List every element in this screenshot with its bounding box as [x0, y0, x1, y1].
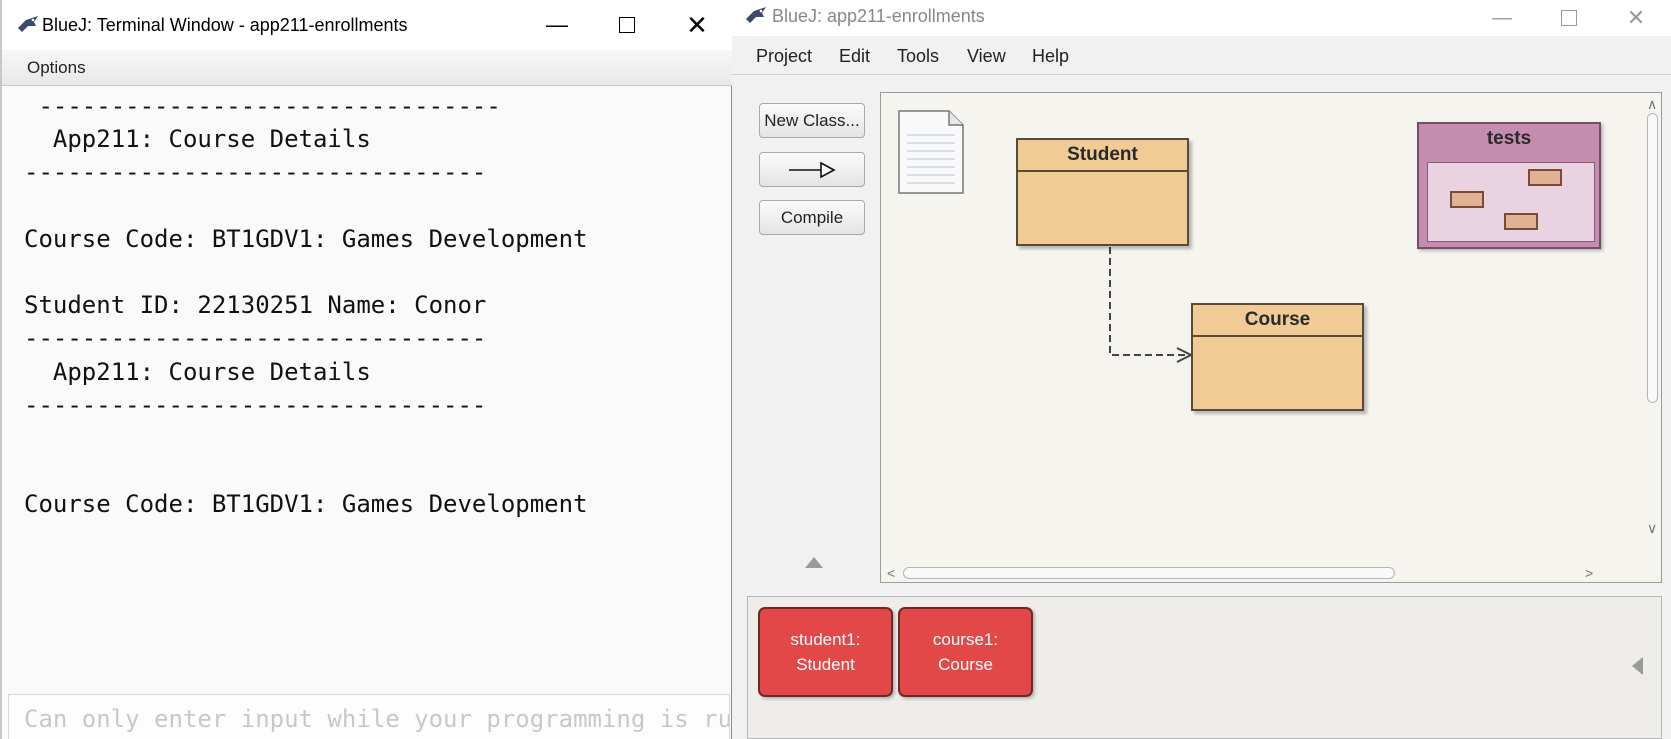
main-title: BlueJ: app211-enrollments: [772, 6, 985, 26]
scroll-down-arrow-icon[interactable]: ∨: [1647, 520, 1658, 536]
object-name: student1:: [790, 630, 861, 649]
menu-view[interactable]: View: [967, 46, 1006, 66]
minimize-icon: —: [546, 12, 568, 37]
package-mini-class: [1528, 169, 1562, 186]
maximize-button[interactable]: [597, 0, 657, 50]
object-student1[interactable]: student1: Student: [758, 607, 893, 697]
horizontal-scroll-thumb[interactable]: [903, 567, 1395, 579]
package-tests[interactable]: tests: [1417, 122, 1601, 249]
new-inheritance-button[interactable]: [759, 152, 865, 187]
package-mini-class: [1504, 213, 1538, 230]
class-course-name: Course: [1193, 305, 1362, 337]
collapse-up-icon[interactable]: [805, 557, 823, 568]
close-icon: ✕: [1626, 5, 1646, 30]
object-bench: student1: Student course1: Course: [747, 596, 1662, 739]
bluej-bird-icon: [18, 16, 38, 32]
bluej-bird-icon: [746, 7, 766, 23]
menu-edit[interactable]: Edit: [839, 46, 871, 66]
bluej-main-window: BlueJ: app211-enrollments — ✕ Project Ed…: [732, 0, 1671, 739]
object-course1[interactable]: course1: Course: [898, 607, 1033, 697]
new-class-button[interactable]: New Class...: [759, 103, 865, 138]
object-name: course1:: [932, 630, 999, 649]
menu-options[interactable]: Options: [27, 58, 86, 77]
terminal-window: BlueJ: Terminal Window - app211-enrollme…: [0, 0, 732, 739]
menu-project[interactable]: Project: [756, 46, 813, 66]
package-tests-contents: [1427, 162, 1595, 242]
readme-note-icon: [898, 110, 964, 194]
collapse-left-icon[interactable]: [1632, 657, 1643, 675]
compile-button[interactable]: Compile: [759, 200, 865, 235]
minimize-icon: —: [1492, 6, 1512, 29]
maximize-icon: [619, 17, 635, 33]
scroll-right-arrow-icon[interactable]: >: [1585, 565, 1594, 581]
main-maximize-button[interactable]: [1534, 0, 1604, 36]
terminal-titlebar: BlueJ: Terminal Window - app211-enrollme…: [2, 0, 732, 50]
vertical-scrollbar[interactable]: ∧ ∨: [1642, 95, 1661, 565]
class-student[interactable]: Student: [1016, 138, 1189, 246]
class-student-name: Student: [1018, 140, 1187, 172]
maximize-icon: [1561, 10, 1577, 26]
inheritance-arrow-icon: [789, 161, 836, 178]
close-icon: ✕: [686, 9, 708, 40]
object-type: Student: [796, 655, 855, 674]
minimize-button[interactable]: —: [527, 0, 587, 50]
main-menubar: Project Edit Tools View Help: [732, 38, 1671, 75]
main-titlebar: BlueJ: app211-enrollments — ✕: [732, 0, 1671, 36]
terminal-input[interactable]: Can only enter input while your programm…: [8, 694, 730, 739]
menu-help[interactable]: Help: [1032, 46, 1070, 66]
class-course[interactable]: Course: [1191, 303, 1364, 411]
terminal-output: -------------------------------- App211:…: [24, 92, 588, 519]
main-close-button[interactable]: ✕: [1601, 0, 1671, 36]
package-tests-name: tests: [1486, 128, 1532, 149]
class-diagram[interactable]: Student Course tests ∧ ∨ < >: [880, 92, 1662, 583]
main-minimize-button[interactable]: —: [1467, 0, 1537, 36]
vertical-scroll-thumb[interactable]: [1647, 113, 1658, 403]
close-button[interactable]: ✕: [667, 0, 727, 50]
object-type: Course: [938, 655, 993, 674]
scroll-left-arrow-icon[interactable]: <: [887, 565, 896, 581]
terminal-title: BlueJ: Terminal Window - app211-enrollme…: [42, 15, 408, 35]
menu-tools[interactable]: Tools: [897, 46, 940, 66]
scroll-up-arrow-icon[interactable]: ∧: [1647, 96, 1658, 112]
horizontal-scrollbar[interactable]: < >: [883, 563, 1643, 581]
package-mini-class: [1450, 191, 1484, 208]
dependency-arrow: [898, 110, 1194, 363]
terminal-menubar: Options: [2, 50, 732, 86]
